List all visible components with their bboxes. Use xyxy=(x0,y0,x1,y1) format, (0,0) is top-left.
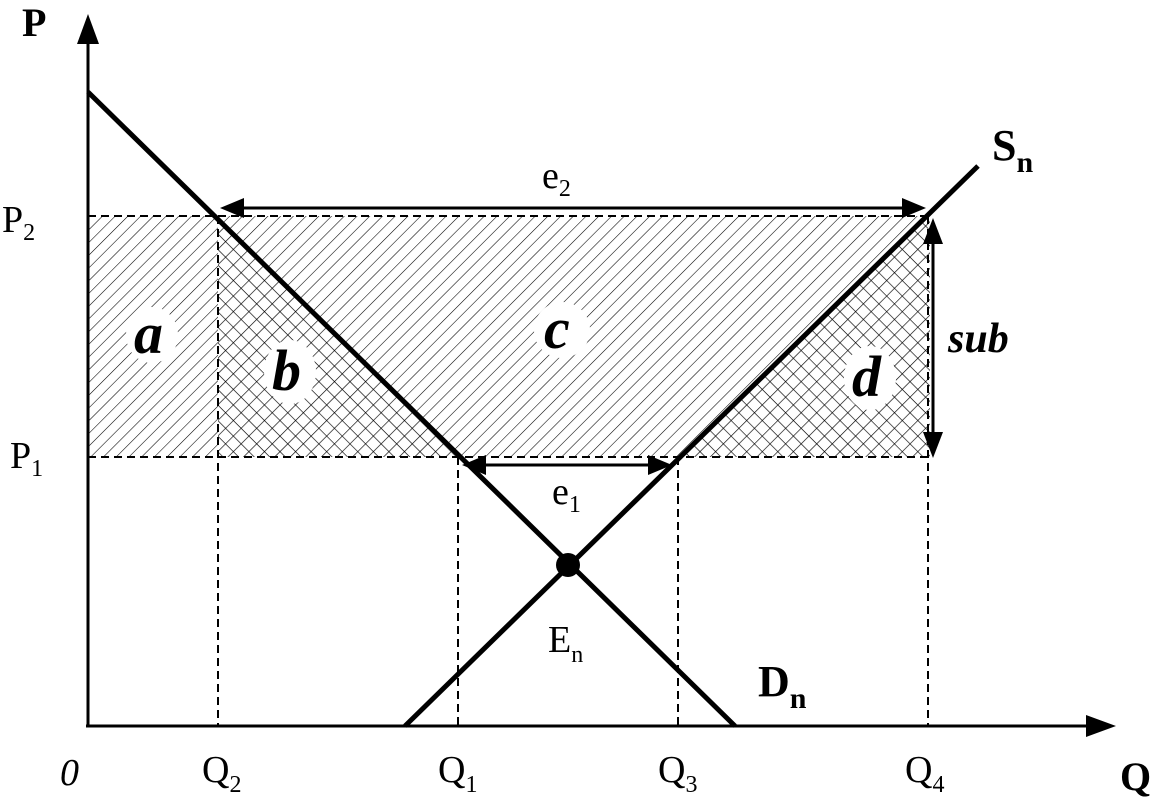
e1-arrowhead-right xyxy=(648,455,672,475)
demand-curve-label: Dn xyxy=(758,657,807,715)
q2-label: Q2 xyxy=(202,749,241,798)
region-c-halo xyxy=(534,302,590,358)
e2-arrowhead-left xyxy=(220,198,244,218)
x-axis-arrowhead xyxy=(1086,715,1116,737)
supply-curve-label: Sn xyxy=(992,121,1033,179)
region-a-label: a xyxy=(134,301,163,366)
e1-arrowhead-left xyxy=(462,455,486,475)
e2-label: e2 xyxy=(542,155,571,202)
y-axis-label: P xyxy=(22,0,46,45)
region-b-label: b xyxy=(272,338,301,403)
p2-label: P2 xyxy=(2,199,35,246)
y-axis-arrowhead xyxy=(77,14,99,44)
equilibrium-point xyxy=(556,553,580,577)
sub-arrowhead-top xyxy=(923,218,943,244)
supply-curve xyxy=(403,164,980,728)
q4-label: Q4 xyxy=(905,749,944,798)
region-a-halo xyxy=(126,307,178,363)
region-c-label: c xyxy=(544,296,570,361)
sub-arrowhead-bottom xyxy=(923,432,943,458)
region-d-halo xyxy=(844,346,896,410)
origin-label: 0 xyxy=(60,752,79,794)
equilibrium-label: En xyxy=(548,619,583,668)
p1-label: P1 xyxy=(10,435,43,482)
sub-label: sub xyxy=(947,316,1009,362)
q3-label: Q3 xyxy=(658,749,697,798)
e2-arrowhead-right xyxy=(902,198,926,218)
region-b-halo xyxy=(264,340,316,404)
x-axis-label: Q xyxy=(1120,754,1151,799)
e1-label: e1 xyxy=(552,471,581,518)
region-d-label: d xyxy=(852,344,882,409)
q1-label: Q1 xyxy=(438,749,477,798)
demand-curve xyxy=(86,90,737,728)
